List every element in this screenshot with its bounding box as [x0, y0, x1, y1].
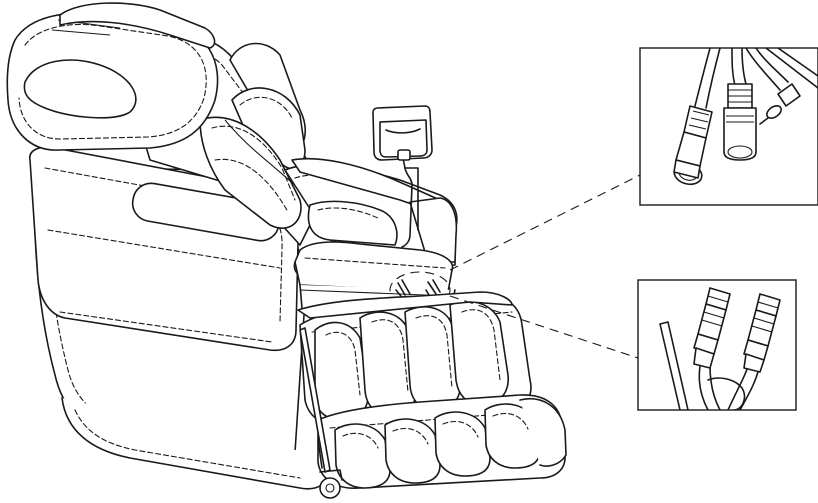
- upper-callout-box: [639, 47, 818, 206]
- leg-rest-support-bar: [299, 327, 343, 499]
- foot-rest: [317, 394, 567, 489]
- upper-left-connector: [673, 105, 713, 186]
- leg-rest: [297, 291, 532, 426]
- upper-rod-end: [759, 83, 801, 125]
- remote-control: [372, 105, 433, 248]
- upper-right-connector: [723, 83, 757, 161]
- lower-callout-leader: [449, 295, 639, 359]
- headrest: [6, 2, 219, 151]
- lower-left-connector: [693, 287, 731, 369]
- lower-callout-box: [637, 279, 797, 411]
- lower-right-connector: [743, 293, 781, 373]
- left-armrest: [29, 146, 300, 352]
- upper-callout-leader: [449, 174, 641, 271]
